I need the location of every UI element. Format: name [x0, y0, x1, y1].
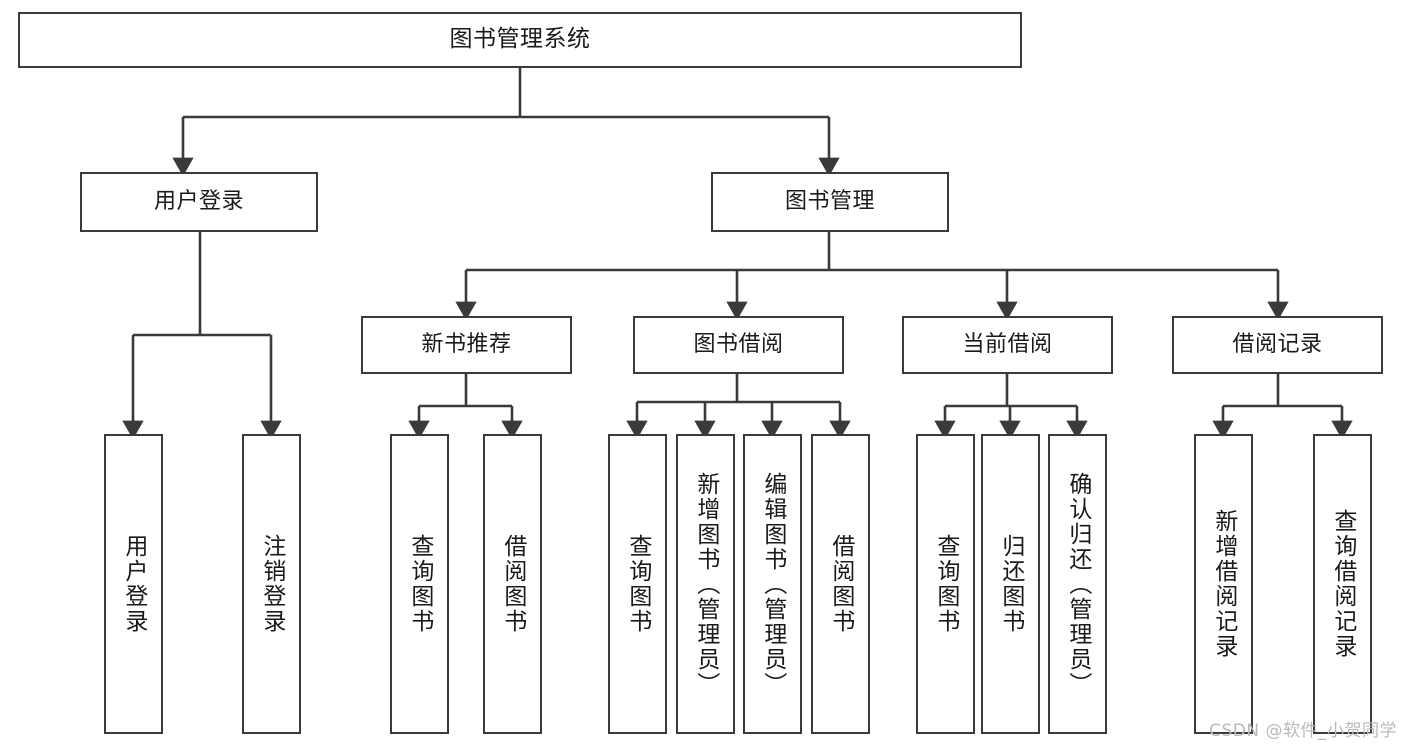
- node-leaf-borrow-book-1[interactable]: 借阅图书: [483, 434, 542, 734]
- node-new-book-recommend[interactable]: 新书推荐: [361, 316, 572, 374]
- node-book-manage-label: 图书管理: [784, 189, 875, 215]
- node-leaf-borrow-book-2-label: 借阅图书: [827, 534, 854, 634]
- node-root-system-label: 图书管理系统: [449, 26, 591, 53]
- node-book-borrow-label: 图书借阅: [693, 332, 784, 358]
- node-current-borrow-label: 当前借阅: [962, 332, 1053, 358]
- node-leaf-query-record[interactable]: 查询借阅记录: [1313, 434, 1372, 734]
- node-leaf-user-logout-label: 注销登录: [258, 534, 285, 634]
- node-leaf-query-book-3[interactable]: 查询图书: [916, 434, 975, 734]
- node-leaf-return-book-label: 归还图书: [997, 534, 1024, 634]
- node-leaf-query-book-2-label: 查询图书: [624, 534, 651, 634]
- node-leaf-add-record[interactable]: 新增借阅记录: [1194, 434, 1253, 734]
- node-leaf-return-book[interactable]: 归还图书: [981, 434, 1040, 734]
- node-current-borrow[interactable]: 当前借阅: [902, 316, 1113, 374]
- node-leaf-query-book-3-label: 查询图书: [932, 534, 959, 634]
- node-leaf-confirm-return-label: 确认归还（管理员）: [1064, 471, 1091, 697]
- node-leaf-borrow-book-1-label: 借阅图书: [499, 534, 526, 634]
- node-book-manage[interactable]: 图书管理: [711, 172, 949, 232]
- node-borrow-record-label: 借阅记录: [1232, 332, 1323, 358]
- node-leaf-query-record-label: 查询借阅记录: [1329, 509, 1356, 659]
- node-leaf-query-book-1[interactable]: 查询图书: [390, 434, 449, 734]
- node-leaf-add-book-label: 新增图书（管理员）: [692, 471, 719, 697]
- node-borrow-record[interactable]: 借阅记录: [1172, 316, 1383, 374]
- node-leaf-user-logout[interactable]: 注销登录: [242, 434, 301, 734]
- node-leaf-add-book[interactable]: 新增图书（管理员）: [676, 434, 735, 734]
- node-leaf-user-login[interactable]: 用户登录: [104, 434, 163, 734]
- node-root-system[interactable]: 图书管理系统: [18, 12, 1022, 68]
- node-leaf-user-login-label: 用户登录: [120, 534, 147, 634]
- node-leaf-add-record-label: 新增借阅记录: [1210, 509, 1237, 659]
- node-book-borrow[interactable]: 图书借阅: [633, 316, 844, 374]
- node-new-book-recommend-label: 新书推荐: [421, 332, 512, 358]
- node-leaf-query-book-1-label: 查询图书: [406, 534, 433, 634]
- node-leaf-borrow-book-2[interactable]: 借阅图书: [811, 434, 870, 734]
- node-user-login[interactable]: 用户登录: [80, 172, 318, 232]
- node-leaf-edit-book-label: 编辑图书（管理员）: [759, 471, 786, 697]
- node-leaf-confirm-return[interactable]: 确认归还（管理员）: [1048, 434, 1107, 734]
- node-leaf-edit-book[interactable]: 编辑图书（管理员）: [743, 434, 802, 734]
- node-user-login-label: 用户登录: [153, 189, 244, 215]
- node-leaf-query-book-2[interactable]: 查询图书: [608, 434, 667, 734]
